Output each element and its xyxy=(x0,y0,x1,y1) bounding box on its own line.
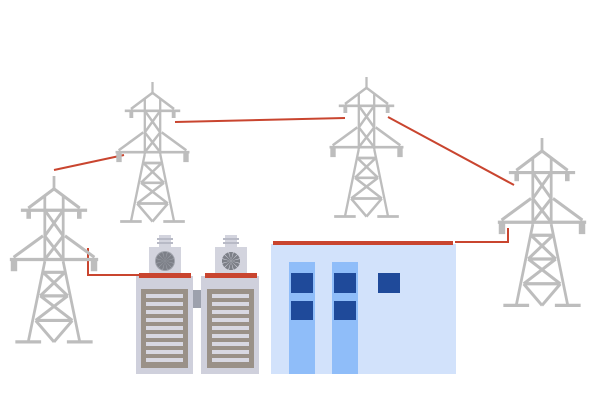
window xyxy=(334,273,356,293)
unit-connector xyxy=(193,290,201,308)
wire xyxy=(53,154,125,171)
wire xyxy=(455,228,509,243)
cooling-unit xyxy=(201,235,259,374)
building xyxy=(271,241,456,374)
transmission-tower-icon xyxy=(328,75,405,218)
window xyxy=(378,273,400,293)
window xyxy=(334,301,356,320)
power-lines xyxy=(53,116,515,276)
building-roof xyxy=(273,241,453,245)
transmission-tower-icon xyxy=(496,136,588,308)
cooling-unit xyxy=(136,235,193,374)
wire xyxy=(174,117,346,123)
wire xyxy=(87,248,140,276)
wire xyxy=(387,116,515,186)
fan-icon xyxy=(155,251,175,271)
transmission-tower-icon xyxy=(8,174,100,344)
window xyxy=(291,273,313,293)
window xyxy=(291,301,313,320)
transmission-tower-icon xyxy=(114,80,191,223)
